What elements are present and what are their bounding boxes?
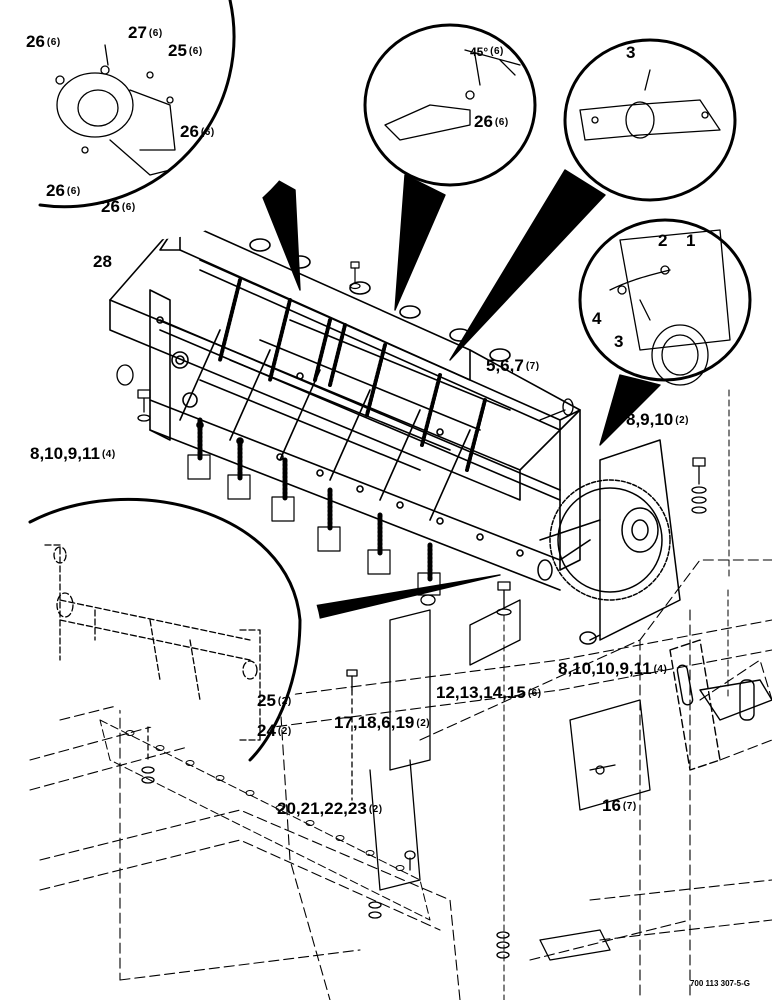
detail-right-content bbox=[609, 229, 731, 386]
right-slotted-bar bbox=[669, 639, 772, 771]
callout-2: 2 bbox=[658, 231, 668, 250]
callout-8-10-9-11-left: 8,10,9,11(4) bbox=[30, 444, 116, 463]
detail-circle-center bbox=[363, 23, 537, 187]
callout-26-lower-left: 26(6) bbox=[46, 181, 81, 200]
top-center-bolt bbox=[349, 261, 361, 290]
callout-8-9-10: 8,9,10(2) bbox=[626, 410, 689, 429]
lower-springs bbox=[197, 417, 433, 583]
detail-topright-content bbox=[579, 69, 721, 141]
callout-26-right: 26(6) bbox=[180, 122, 215, 141]
callout-5-6-7: 5,6,7(7) bbox=[486, 356, 540, 375]
callout-45-degree: 45°(6) bbox=[470, 45, 504, 59]
callout-17-18-6-19: 17,18,6,19(2) bbox=[334, 713, 431, 732]
callout-25-top: 25(6) bbox=[168, 41, 203, 60]
bolts-right bbox=[116, 364, 707, 666]
callout-26-lower: 26(6) bbox=[101, 197, 136, 216]
callout-26-top-left: 26(6) bbox=[26, 32, 61, 51]
drawing-number: 700 113 307-5-G bbox=[689, 979, 750, 988]
leader-lines bbox=[503, 389, 730, 1000]
detail-center-content bbox=[384, 49, 521, 141]
callout-12-13-14-15: 12,13,14,15(6) bbox=[436, 683, 542, 702]
detail-circle-topleft bbox=[30, 0, 300, 240]
callout-4: 4 bbox=[592, 309, 602, 328]
detail-topleft-content bbox=[55, 44, 176, 176]
drive-sprocket bbox=[537, 439, 681, 645]
detail-wedges bbox=[249, 164, 661, 631]
callout-3-topright: 3 bbox=[626, 43, 636, 62]
callout-27: 27(6) bbox=[128, 23, 163, 42]
callout-25-bottom: 25(2) bbox=[257, 691, 292, 710]
detail-circle-topright bbox=[563, 38, 737, 202]
spring-brackets bbox=[187, 454, 441, 596]
callout-1: 1 bbox=[686, 231, 696, 250]
callout-20-21-22-23: 20,21,22,23(2) bbox=[277, 799, 383, 818]
callout-16: 16(7) bbox=[602, 796, 637, 815]
rail-holes bbox=[125, 730, 405, 871]
main-assembly bbox=[109, 219, 591, 591]
callout-8-10-10-9-11: 8,10,10,9,11(4) bbox=[558, 659, 668, 678]
callout-3-right: 3 bbox=[614, 332, 624, 351]
slotted-rail bbox=[99, 719, 431, 921]
lower-brackets bbox=[141, 609, 651, 961]
upper-springs bbox=[218, 278, 487, 472]
detail-circle-bottomleft bbox=[28, 492, 320, 762]
callout-26-center: 26(6) bbox=[474, 112, 509, 131]
detail-bottomleft-content bbox=[44, 544, 261, 741]
callout-28: 28 bbox=[93, 252, 112, 271]
callout-24: 24(2) bbox=[257, 721, 292, 740]
